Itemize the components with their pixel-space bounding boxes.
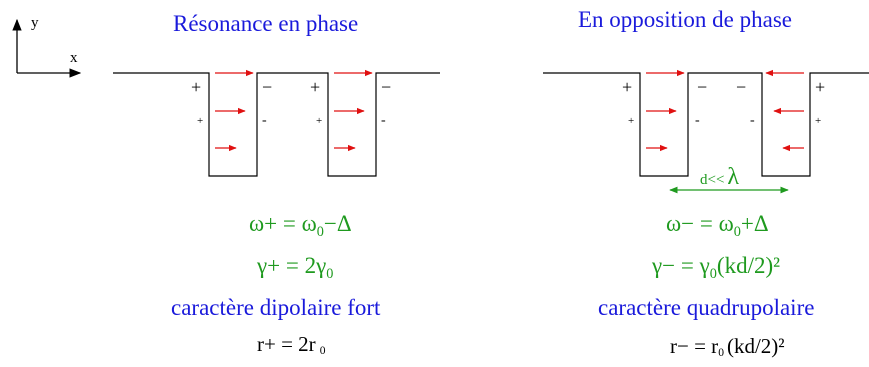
left-gamma-formula: γ+ = 2γ0: [257, 253, 333, 281]
left-omega-post: −Δ: [323, 211, 352, 236]
left-title: Résonance en phase: [173, 11, 359, 36]
right-omega-main: ω− = ω: [666, 211, 734, 236]
left-omega-sub: 0: [316, 223, 324, 240]
left-omega-main: ω+ = ω: [249, 211, 317, 236]
left-small-plus-1: +: [197, 115, 204, 127]
separation-label: d<<λ: [700, 165, 739, 189]
y-axis-label: y: [31, 15, 39, 31]
right-gamma-sub: 0: [709, 265, 717, 282]
right-small-minus-2: -: [750, 113, 755, 128]
right-ratio-post: (kd/2)²: [726, 334, 785, 358]
separation-prefix: d<<: [700, 172, 725, 188]
left-omega-formula: ω+ = ω0−Δ: [249, 211, 352, 239]
right-groove-profile: [543, 72, 869, 177]
right-character: caractère quadrupolaire: [598, 295, 815, 320]
right-sign-plus-2: +: [815, 77, 826, 97]
right-sign-minus-2: −: [736, 77, 747, 97]
right-small-minus-1: -: [695, 113, 700, 128]
right-omega-formula: ω− = ω0+Δ: [666, 211, 769, 239]
left-dipole-arrows: [215, 69, 373, 152]
left-sign-minus-2: −: [381, 77, 392, 97]
right-gamma-main: γ− = γ: [652, 253, 710, 278]
left-small-minus-1: -: [262, 113, 267, 128]
left-ratio-sub: 0: [319, 345, 326, 358]
left-sign-plus-2: +: [310, 77, 321, 97]
right-small-plus-2: +: [815, 115, 822, 127]
right-quadrupole-arrows: [646, 69, 804, 152]
right-ratio-sub: 0: [718, 347, 724, 360]
lambda-symbol: λ: [727, 164, 740, 190]
left-ratio-main: r+ = 2r: [257, 332, 316, 356]
right-omega-sub: 0: [733, 223, 741, 240]
right-sign-minus-1: −: [697, 77, 708, 97]
left-character: caractère dipolaire fort: [171, 295, 381, 320]
x-axis-label: x: [70, 50, 78, 66]
right-ratio-formula: r− = r0(kd/2)²: [670, 334, 785, 360]
left-sign-plus-1: +: [191, 77, 202, 97]
right-gamma-formula: γ− = γ0(kd/2)²: [652, 253, 781, 281]
right-gamma-post: (kd/2)²: [716, 253, 781, 278]
left-groove-profile: [113, 72, 440, 177]
left-gamma-sub: 0: [326, 265, 334, 282]
right-omega-post: +Δ: [740, 211, 769, 236]
left-small-minus-2: -: [381, 113, 386, 128]
right-small-plus-1: +: [628, 115, 635, 127]
right-title: En opposition de phase: [578, 7, 792, 32]
left-sign-minus-1: −: [262, 77, 273, 97]
right-ratio-main: r− = r: [670, 334, 719, 358]
left-small-plus-2: +: [316, 115, 323, 127]
right-sign-plus-1: +: [622, 77, 633, 97]
left-gamma-main: γ+ = 2γ: [257, 253, 327, 278]
